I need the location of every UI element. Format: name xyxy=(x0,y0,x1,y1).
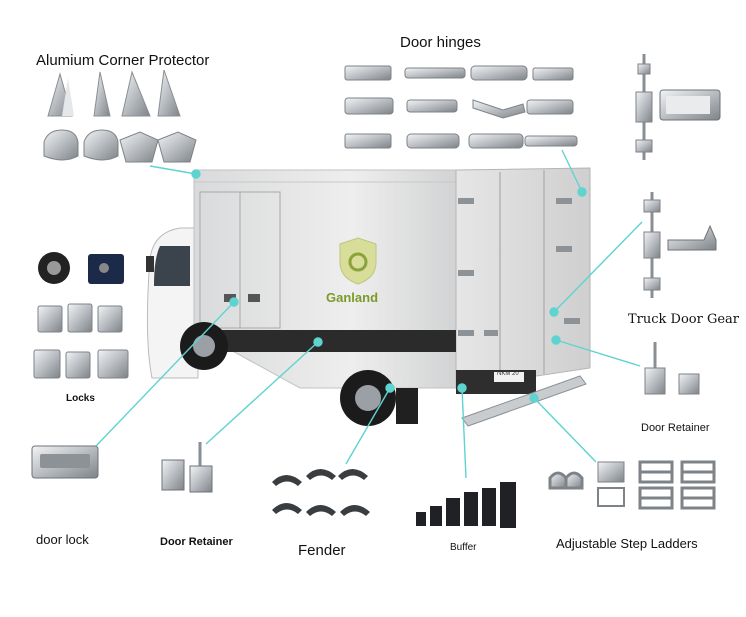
door-lock-part xyxy=(31,445,99,479)
locks-group xyxy=(33,252,129,379)
door-hinges-grid xyxy=(344,65,578,149)
truck-door-gear-middle xyxy=(643,192,717,298)
label-door-retainer-right: Door Retainer xyxy=(641,422,710,434)
corner-protector-profiles xyxy=(47,69,181,117)
label-locks: Locks xyxy=(66,393,95,404)
label-buffer: Buffer xyxy=(450,542,477,553)
truck-plate-text: NKM 20 xyxy=(497,371,519,377)
label-fender: Fender xyxy=(298,542,346,559)
label-truck-door-gear: Truck Door Gear xyxy=(628,312,740,327)
step-ladders-group xyxy=(548,460,716,510)
leader-lines xyxy=(95,149,643,479)
door-retainer-right xyxy=(644,342,700,395)
label-door-hinges: Door hinges xyxy=(400,34,481,51)
label-corner-protector: Alumium Corner Protector xyxy=(36,52,210,69)
label-door-retainer-bottom: Door Retainer xyxy=(160,536,233,548)
label-step-ladders: Adjustable Step Ladders xyxy=(556,536,698,551)
corner-protector-caps xyxy=(43,129,197,163)
label-door-lock: door lock xyxy=(36,532,89,547)
door-retainer-bottom xyxy=(161,442,213,493)
truck xyxy=(146,167,591,427)
buffer-group xyxy=(416,482,516,528)
truck-door-gear-top xyxy=(635,54,721,160)
fender-group xyxy=(272,469,370,516)
truck-brand-text: Ganland xyxy=(326,290,379,305)
